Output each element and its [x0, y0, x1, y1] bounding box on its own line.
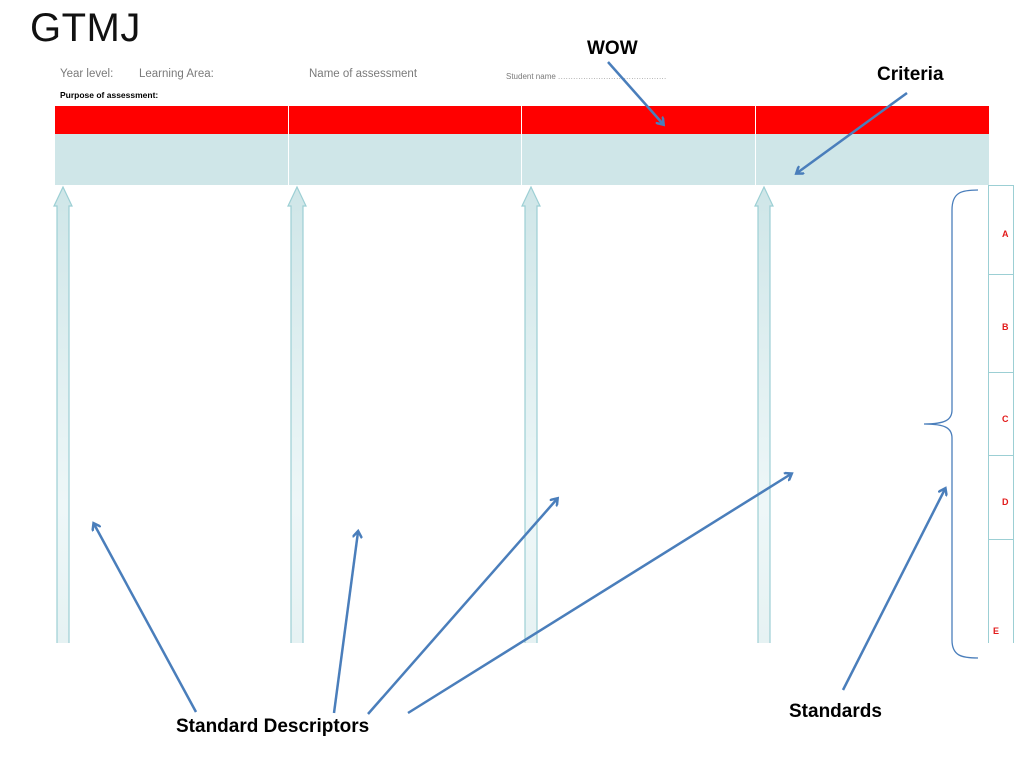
standard-letter: D — [1002, 497, 1009, 507]
column-divider — [755, 106, 756, 185]
criteria-label: Criteria — [877, 64, 944, 85]
standard-letter: C — [1002, 414, 1009, 424]
pointer-arrow-icon — [841, 489, 945, 691]
assessment-name-label: Name of assessment — [309, 68, 418, 80]
student-name-field: Student name ...........................… — [506, 72, 667, 81]
descriptor-blue-row — [55, 134, 989, 185]
wow-label: WOW — [587, 38, 638, 59]
pointer-arrow-icon — [407, 474, 791, 715]
up-arrow-icon — [53, 185, 73, 643]
standards-divider — [988, 539, 1014, 540]
pointer-arrow-icon — [607, 61, 663, 124]
pointer-arrow-icon — [94, 524, 198, 713]
up-arrow-icon — [754, 185, 774, 643]
standards-label: Standards — [789, 701, 882, 722]
standard-letter: B — [1002, 322, 1009, 332]
standard-descriptors-label: Standard Descriptors — [176, 716, 370, 737]
standard-letter: A — [1002, 229, 1009, 239]
criteria-red-row — [55, 106, 989, 134]
standards-divider — [988, 274, 1014, 275]
pointer-arrow-icon — [797, 91, 908, 173]
standards-divider — [988, 455, 1014, 456]
learning-area-label: Learning Area: — [139, 68, 214, 80]
pointer-arrow-icon — [332, 532, 358, 714]
purpose-label: Purpose of assessment: — [60, 90, 159, 100]
slide-title: GTMJ — [30, 6, 141, 50]
up-arrow-icon — [287, 185, 307, 643]
up-arrow-icon — [521, 185, 541, 643]
student-name-label: Student name — [506, 72, 556, 81]
curly-brace-icon — [923, 189, 979, 659]
pointer-arrow-icon — [367, 499, 557, 715]
standards-column — [988, 185, 1014, 643]
student-name-dots: ........................................… — [558, 72, 667, 81]
column-divider — [288, 106, 289, 185]
standard-letter: E — [993, 626, 1000, 636]
standards-divider — [988, 372, 1014, 373]
year-level-label: Year level: — [60, 68, 114, 80]
column-divider — [521, 106, 522, 185]
